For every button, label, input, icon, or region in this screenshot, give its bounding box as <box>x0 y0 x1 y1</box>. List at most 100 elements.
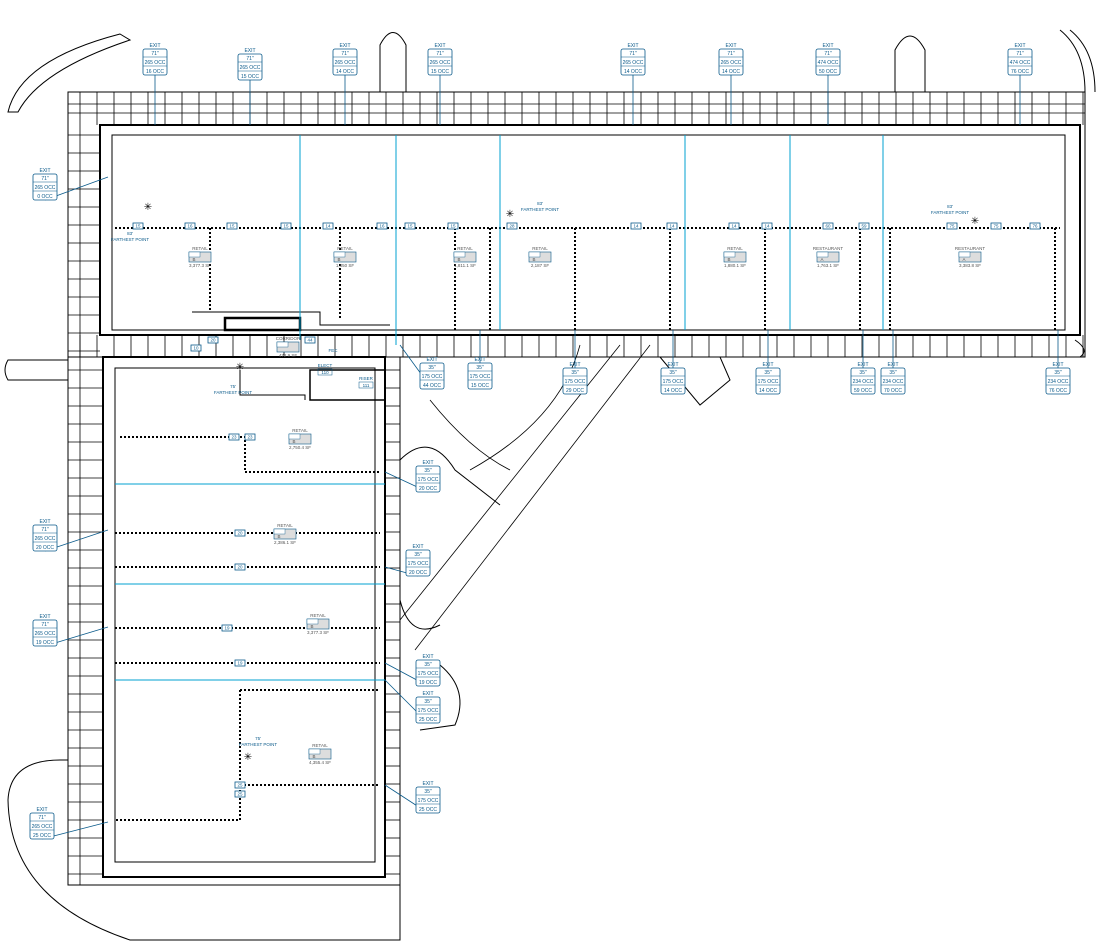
door-tag-load: 76 <box>1032 224 1038 229</box>
door-tag <box>280 222 292 230</box>
door-tag-load: 25 <box>237 792 243 797</box>
exit-occupant-load: 29 OCC <box>566 388 584 394</box>
exit-width: 71" <box>727 51 735 57</box>
exit-width: 71" <box>41 176 49 182</box>
farthest-point-icon: ✳ <box>244 752 252 763</box>
exit-width: 71" <box>436 51 444 57</box>
exit-occupant-load: 20 OCC <box>419 486 437 492</box>
door-tag <box>447 222 459 230</box>
exit-width: 35" <box>424 699 432 705</box>
farthest-points: ✳83'FARTHEST POINT✳83'FARTHEST POINT✳83'… <box>111 201 979 763</box>
room-area: 2,187 SF <box>531 263 550 268</box>
room-name: RETAIL <box>312 743 328 748</box>
occupancy-group: A <box>962 257 965 262</box>
door-tag <box>228 433 240 441</box>
exit-width: 71" <box>1016 51 1024 57</box>
exit-label: EXIT <box>822 43 833 49</box>
occupancy-group: B <box>312 754 315 759</box>
door-tag <box>858 222 870 230</box>
room-name: RESTAURANT <box>955 246 985 251</box>
room-name: RETAIL <box>532 246 548 251</box>
exit-label: EXIT <box>422 781 433 787</box>
exit-occupant-load: 14 OCC <box>336 69 354 75</box>
exit-occupant-load: 25 OCC <box>419 807 437 813</box>
exit-capacity: 265 OCC <box>35 536 56 542</box>
exit-capacity: 234 OCC <box>1048 379 1069 385</box>
room-area: 3,377.3 SF <box>307 630 329 635</box>
exit-width: 35" <box>1054 370 1062 376</box>
door-tag <box>376 222 388 230</box>
exit-occupant-load: 19 OCC <box>36 640 54 646</box>
door-tag-load: 19 <box>237 661 243 666</box>
exit-width: 71" <box>341 51 349 57</box>
door-tag <box>404 222 416 230</box>
exit-occupant-load: 25 OCC <box>33 833 51 839</box>
travel-distance: 83' <box>537 201 543 206</box>
exit-occupant-load: 14 OCC <box>664 388 682 394</box>
occupancy-group: B <box>292 439 295 444</box>
exit-capacity: 265 OCC <box>623 60 644 66</box>
door-tag-load: 10 <box>193 346 199 351</box>
door-tag <box>666 222 678 230</box>
door-tag <box>221 624 233 632</box>
travel-distance: 75' <box>230 384 236 389</box>
exit-capacity: 175 OCC <box>470 374 491 380</box>
exit-capacity: 175 OCC <box>422 374 443 380</box>
farthest-point-label: FARTHEST POINT <box>214 390 253 395</box>
exit-occupant-load: 15 OCC <box>431 69 449 75</box>
door-tag <box>630 222 642 230</box>
exit-label: EXIT <box>36 807 47 813</box>
tenant-demising-walls <box>115 227 1060 821</box>
exit-capacity: 175 OCC <box>565 379 586 385</box>
door-tag <box>506 222 518 230</box>
door-tag <box>761 222 773 230</box>
door-tag-load: 75 <box>993 224 999 229</box>
exit-width: 71" <box>246 56 254 62</box>
room-number: 111 <box>363 383 370 388</box>
sidewalk-grid <box>68 92 1085 885</box>
travel-distance: 75' <box>255 736 261 741</box>
occupancy-group: A <box>820 257 823 262</box>
occupancy-group: B <box>532 257 535 262</box>
exit-occupant-load: 14 OCC <box>722 69 740 75</box>
door-tag-load: 44 <box>307 338 313 343</box>
door-tag-load: 20 <box>210 338 216 343</box>
exit-width: 71" <box>38 815 46 821</box>
occupancy-group: B <box>310 624 313 629</box>
exit-occupant-load: 70 OCC <box>884 388 902 394</box>
exit-occupant-load: 44 OCC <box>423 383 441 389</box>
room-name: RESTAURANT <box>813 246 843 251</box>
exit-occupant-load: 76 OCC <box>1049 388 1067 394</box>
occupancy-group: B <box>277 534 280 539</box>
exit-label: EXIT <box>1014 43 1025 49</box>
room-area: 1,850 SF <box>336 263 355 268</box>
exit-label: EXIT <box>426 357 437 363</box>
small-room-name: FEC <box>329 348 339 353</box>
door-tag-load: 28 <box>509 224 515 229</box>
exit-label: EXIT <box>887 362 898 368</box>
room-area: 3,377.3 SF <box>189 263 211 268</box>
door-tag-load: 15 <box>450 224 456 229</box>
exit-width: 35" <box>764 370 772 376</box>
exit-width: 71" <box>41 622 49 628</box>
room-area: 1,811.1 SF <box>454 263 476 268</box>
